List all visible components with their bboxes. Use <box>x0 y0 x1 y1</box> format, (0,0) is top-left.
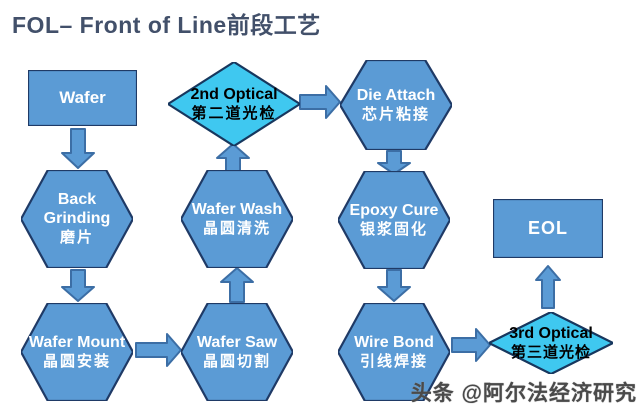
node-label: Epoxy Cure 银浆固化 <box>350 202 439 239</box>
node-label-en: Wafer <box>59 87 106 107</box>
hexagon-shape <box>181 170 293 268</box>
diamond-shape <box>489 312 613 374</box>
hexagon-shape <box>338 171 450 269</box>
arrow-wire-bond-to-3rd-optical <box>451 328 491 362</box>
node-label: Wafer Mount 晶圆安装 <box>29 334 125 371</box>
node-label-en: EOL <box>527 217 568 238</box>
arrow-wafer-mount-to-wafer-saw <box>135 333 182 367</box>
hexagon-shape <box>21 303 133 401</box>
node-label-en: 2nd Optical <box>190 85 278 103</box>
node-label: 3rd Optical 第三道光检 <box>509 325 593 362</box>
node-label-en: Back Grinding <box>43 191 111 228</box>
node-label-en: Die Attach <box>356 86 436 104</box>
node-wafer-saw: Wafer Saw 晶圆切割 <box>181 303 293 401</box>
node-label-en: Wafer Saw <box>196 333 278 351</box>
arrow-die-attach-to-epoxy-cure <box>377 150 411 175</box>
node-label: Wafer Wash 晶圆清洗 <box>192 201 282 238</box>
node-label: Die Attach 芯片粘接 <box>357 87 436 124</box>
node-back-grinding: Back Grinding 磨片 <box>21 170 133 268</box>
node-label-zh: 引线焊接 <box>359 352 428 370</box>
node-label: Wafer <box>59 88 106 108</box>
node-label-zh: 芯片粘接 <box>361 105 430 123</box>
arrow-epoxy-cure-to-wire-bond <box>377 269 411 302</box>
page-title: FOL– Front of Line前段工艺 <box>12 12 321 38</box>
arrow-wafer-saw-to-wafer-wash <box>220 267 254 303</box>
node-label-en: 3rd Optical <box>509 324 593 342</box>
node-label-en: Wafer Wash <box>191 200 283 218</box>
node-label-en: Epoxy Cure <box>349 201 439 219</box>
node-label: 2nd Optical 第二道光检 <box>190 86 277 123</box>
node-label-zh: 晶圆安装 <box>42 352 111 370</box>
node-epoxy-cure: Epoxy Cure 银浆固化 <box>338 171 450 269</box>
node-die-attach: Die Attach 芯片粘接 <box>340 60 452 150</box>
node-3rd-optical: 3rd Optical 第三道光检 <box>489 312 613 374</box>
arrow-3rd-optical-to-eol <box>535 265 561 309</box>
node-label-zh: 晶圆切割 <box>202 352 271 370</box>
node-label: Wafer Saw 晶圆切割 <box>197 334 277 371</box>
rectangle-shape <box>493 199 603 258</box>
node-wafer: Wafer <box>28 70 137 126</box>
rectangle-shape <box>28 70 137 126</box>
arrow-wafer-to-back-grinding <box>61 128 95 169</box>
node-label-en: Wafer Mount <box>28 333 126 351</box>
arrow-back-grinding-to-wafer-mount <box>61 269 95 302</box>
node-label-zh: 晶圆清洗 <box>202 219 271 237</box>
hexagon-shape <box>181 303 293 401</box>
node-label-en: Wire Bond <box>354 333 434 351</box>
node-label-zh: 第二道光检 <box>191 104 277 122</box>
node-wire-bond: Wire Bond 引线焊接 <box>338 303 450 401</box>
hexagon-shape <box>338 303 450 401</box>
arrow-2nd-optical-to-die-attach <box>299 85 341 119</box>
node-label-zh: 第三道光检 <box>510 343 591 361</box>
node-label: Wire Bond 引线焊接 <box>354 334 434 371</box>
watermark: 头条 @阿尔法经济研究 <box>410 382 637 405</box>
node-label-zh: 磨片 <box>59 229 94 247</box>
node-label-zh: 银浆固化 <box>359 220 428 238</box>
node-2nd-optical: 2nd Optical 第二道光检 <box>168 62 300 146</box>
node-wafer-mount: Wafer Mount 晶圆安装 <box>21 303 133 401</box>
hexagon-shape <box>340 60 452 150</box>
diamond-shape <box>168 62 300 146</box>
hexagon-shape <box>21 170 133 268</box>
node-label: EOL <box>528 218 568 239</box>
node-eol: EOL <box>493 199 603 258</box>
node-wafer-wash: Wafer Wash 晶圆清洗 <box>181 170 293 268</box>
arrow-wafer-wash-to-2nd-optical <box>216 143 250 172</box>
node-label: Back Grinding 磨片 <box>34 191 120 246</box>
